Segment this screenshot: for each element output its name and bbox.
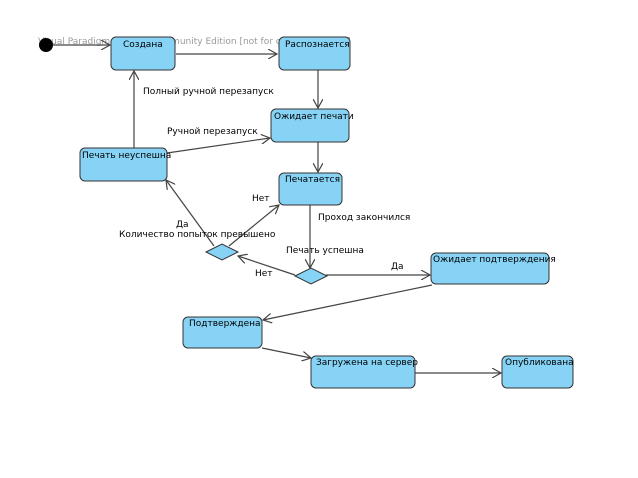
state-uploaded: Загружена на сервер <box>310 355 418 389</box>
state-print-failed-label: Печать неуспешна <box>82 151 171 161</box>
state-created-label: Создана <box>123 40 163 50</box>
state-confirmed: Подтверждена <box>182 316 263 349</box>
state-recognizing: Распознается <box>278 36 351 71</box>
edge-confirmed-to-uploaded <box>261 347 311 358</box>
state-uploaded-label: Загружена на сервер <box>316 358 418 368</box>
state-print-failed: Печать неуспешна <box>79 147 171 182</box>
state-printing: Печатается <box>278 172 343 206</box>
label-yes-left: Да <box>176 220 189 230</box>
state-awaiting-confirmation-label: Ожидает подтверждения <box>433 255 556 265</box>
edge-print-failed-to-awaiting-print <box>166 138 270 154</box>
label-full-manual-restart: Полный ручной перезапуск <box>143 87 274 97</box>
state-published-label: Опубликована <box>505 358 574 368</box>
edge-decision-lower-to-decision-upper <box>238 256 296 276</box>
edge-awaiting-confirmation-to-confirmed <box>263 284 433 320</box>
label-pass-finished: Проход закончился <box>318 213 410 223</box>
decision-node-upper <box>204 243 240 261</box>
initial-node <box>39 38 53 52</box>
state-recognizing-label: Распознается <box>285 40 350 50</box>
label-yes-right: Да <box>391 262 404 272</box>
state-awaiting-print: Ожидает печати <box>270 108 354 143</box>
state-published: Опубликована <box>501 355 574 389</box>
label-manual-restart: Ручной перезапуск <box>167 127 258 137</box>
edge-decision-upper-to-printing <box>228 205 279 247</box>
label-attempts-exceeded: Количество попыток превышено <box>119 230 276 240</box>
state-printing-label: Печатается <box>285 175 340 185</box>
label-no-upper: Нет <box>252 194 270 204</box>
state-awaiting-confirmation: Ожидает подтверждения <box>430 252 556 285</box>
state-created: Создана <box>110 36 176 71</box>
state-confirmed-label: Подтверждена <box>189 319 261 329</box>
edge-decision-upper-to-print-failed <box>166 180 215 247</box>
label-print-success: Печать успешна <box>286 246 364 256</box>
decision-node-lower <box>293 267 329 285</box>
watermark-text: Visual Paradigm for UML Community Editio… <box>38 37 351 47</box>
label-no-lower: Нет <box>255 269 273 279</box>
state-awaiting-print-label: Ожидает печати <box>274 112 354 122</box>
